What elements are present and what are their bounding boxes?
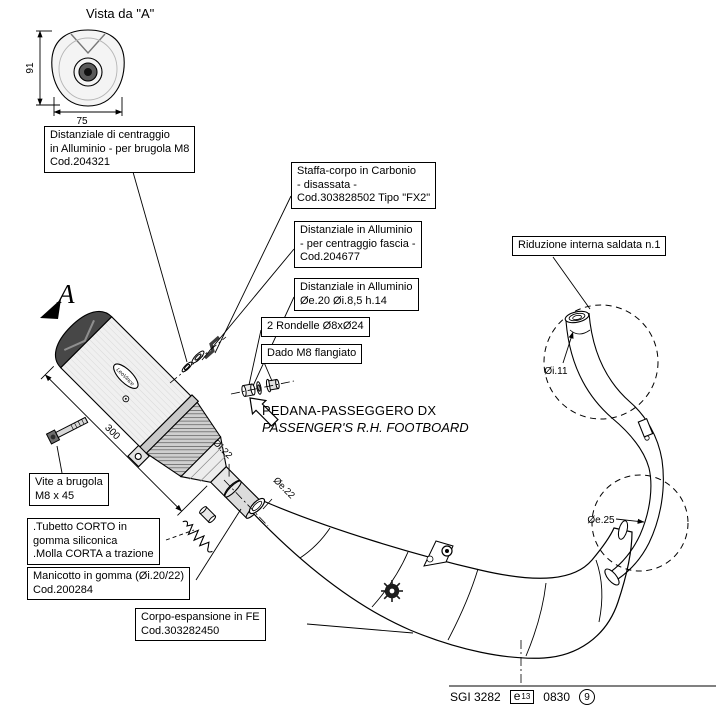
callout-line: - per centraggio fascia - <box>300 237 416 250</box>
callout-line: Cod.303282450 <box>141 624 220 637</box>
callout-welded-reduction: Riduzione interna saldata n.1 <box>512 236 667 256</box>
leader-lines <box>56 171 591 634</box>
callout-line: .Tubetto CORTO in <box>33 521 127 533</box>
callout-line: Distanziale in Alluminio <box>300 224 413 236</box>
center-lines <box>169 336 522 686</box>
dim-75-value: 75 <box>76 116 88 127</box>
callout-washers: 2 Rondelle Ø8xØ24 <box>261 317 370 337</box>
screw-drawing <box>45 416 89 445</box>
callout-line: Cod.303828502 Tipo "FX2" <box>297 192 431 204</box>
callout-rubber-sleeve: Manicotto in gomma (Øi.20/22) Cod.200284 <box>27 567 191 600</box>
spacer-stack-muffler <box>181 335 221 373</box>
e-mark-number: 13 <box>521 692 531 701</box>
flanged-nut <box>265 378 280 393</box>
callout-line: Distanziale di centraggio <box>50 129 170 141</box>
callout-flanged-nut: Dado M8 flangiato <box>261 344 363 364</box>
dim-oe25-value: Øe.25 <box>587 515 615 526</box>
callout-line: Dado M8 flangiato <box>267 347 357 359</box>
callout-line: - disassata - <box>297 178 357 191</box>
callout-line: in Alluminio - per brugola M8 <box>50 142 190 155</box>
welded-reduction-opening <box>564 310 590 324</box>
dimension-91: 91 <box>25 30 60 106</box>
callout-spacer-centering: Distanziale di centraggio in Alluminio -… <box>44 126 196 173</box>
callout-line: Riduzione interna saldata n.1 <box>518 239 661 251</box>
callout-line: Vite a brugola <box>35 476 103 488</box>
callout-line: Cod.200284 <box>33 583 93 596</box>
view-direction-arrow-icon <box>40 299 61 319</box>
callout-line: Cod.204321 <box>50 156 110 168</box>
pipe-clamp-tab <box>637 417 654 438</box>
footboard-label-en: PASSENGER'S R.H. FOOTBOARD <box>262 420 469 435</box>
detail-circle-lower <box>591 474 689 572</box>
callout-band-spacer: Distanziale in Alluminio - per centraggi… <box>294 221 422 268</box>
approval-code-2: 0830 <box>543 690 570 704</box>
callout-line: Cod.204677 <box>300 251 360 263</box>
dim-oe22-value: Øe.22 <box>271 475 297 501</box>
dimension-oe22: Øe.22 <box>262 475 297 510</box>
spring-and-tube-drawing <box>182 506 217 553</box>
dim-oi11-value: Øi.11 <box>544 366 568 377</box>
callout-line: Manicotto in gomma (Øi.20/22) <box>33 570 185 582</box>
callout-line: .Molla CORTA a trazione <box>33 548 154 560</box>
muffler-drawing: LeoVince 300 Øi.22 <box>40 310 242 516</box>
silicone-tube <box>199 506 217 524</box>
callout-line: M8 x 45 <box>35 489 75 502</box>
footboard-pointer-arrow-icon <box>249 397 279 427</box>
dimension-oe25: Øe.25 <box>587 515 645 526</box>
callout-line: 2 Rondelle Ø8xØ24 <box>267 320 364 332</box>
approval-code: SGI 3282 <box>450 690 501 704</box>
callout-alu-spacer: Distanziale in Alluminio Øe.20 Øi.8,5 h.… <box>294 278 419 311</box>
detail-circle-upper <box>543 304 659 420</box>
header-pipe-drawing <box>564 310 664 586</box>
leovince-sun-logo-icon <box>381 580 403 602</box>
dimension-oi11: Øi.11 <box>544 331 574 377</box>
end-view-drawing <box>51 29 125 107</box>
view-letter: A <box>58 279 75 309</box>
footboard-label-it: PEDANA-PASSEGGERO DX <box>262 403 437 418</box>
tension-spring <box>182 520 213 553</box>
callout-line: Distanziale in Alluminio <box>300 281 413 293</box>
view-title: Vista da "A" <box>86 6 155 21</box>
callout-expansion-body: Corpo-espansione in FE Cod.303282450 <box>135 608 266 641</box>
dimension-75: 75 <box>53 97 123 127</box>
callout-line: Øe.20 Øi.8,5 h.14 <box>300 294 387 307</box>
circled-number: 9 <box>579 689 595 705</box>
expansion-chamber-drawing <box>248 497 633 659</box>
callout-line: Corpo-espansione in FE <box>141 611 260 623</box>
callout-allen-screw: Vite a brugola M8 x 45 <box>29 473 109 506</box>
callout-line: Staffa-corpo in Carbonio <box>297 165 417 177</box>
dim-91-value: 91 <box>25 62 36 74</box>
callout-line: gomma siliconica <box>33 534 118 547</box>
e-mark-letter: e <box>513 689 521 703</box>
callout-tube-and-spring: .Tubetto CORTO in gomma siliconica .Moll… <box>27 518 160 565</box>
callout-carbon-bracket: Staffa-corpo in Carbonio - disassata - C… <box>291 162 437 209</box>
